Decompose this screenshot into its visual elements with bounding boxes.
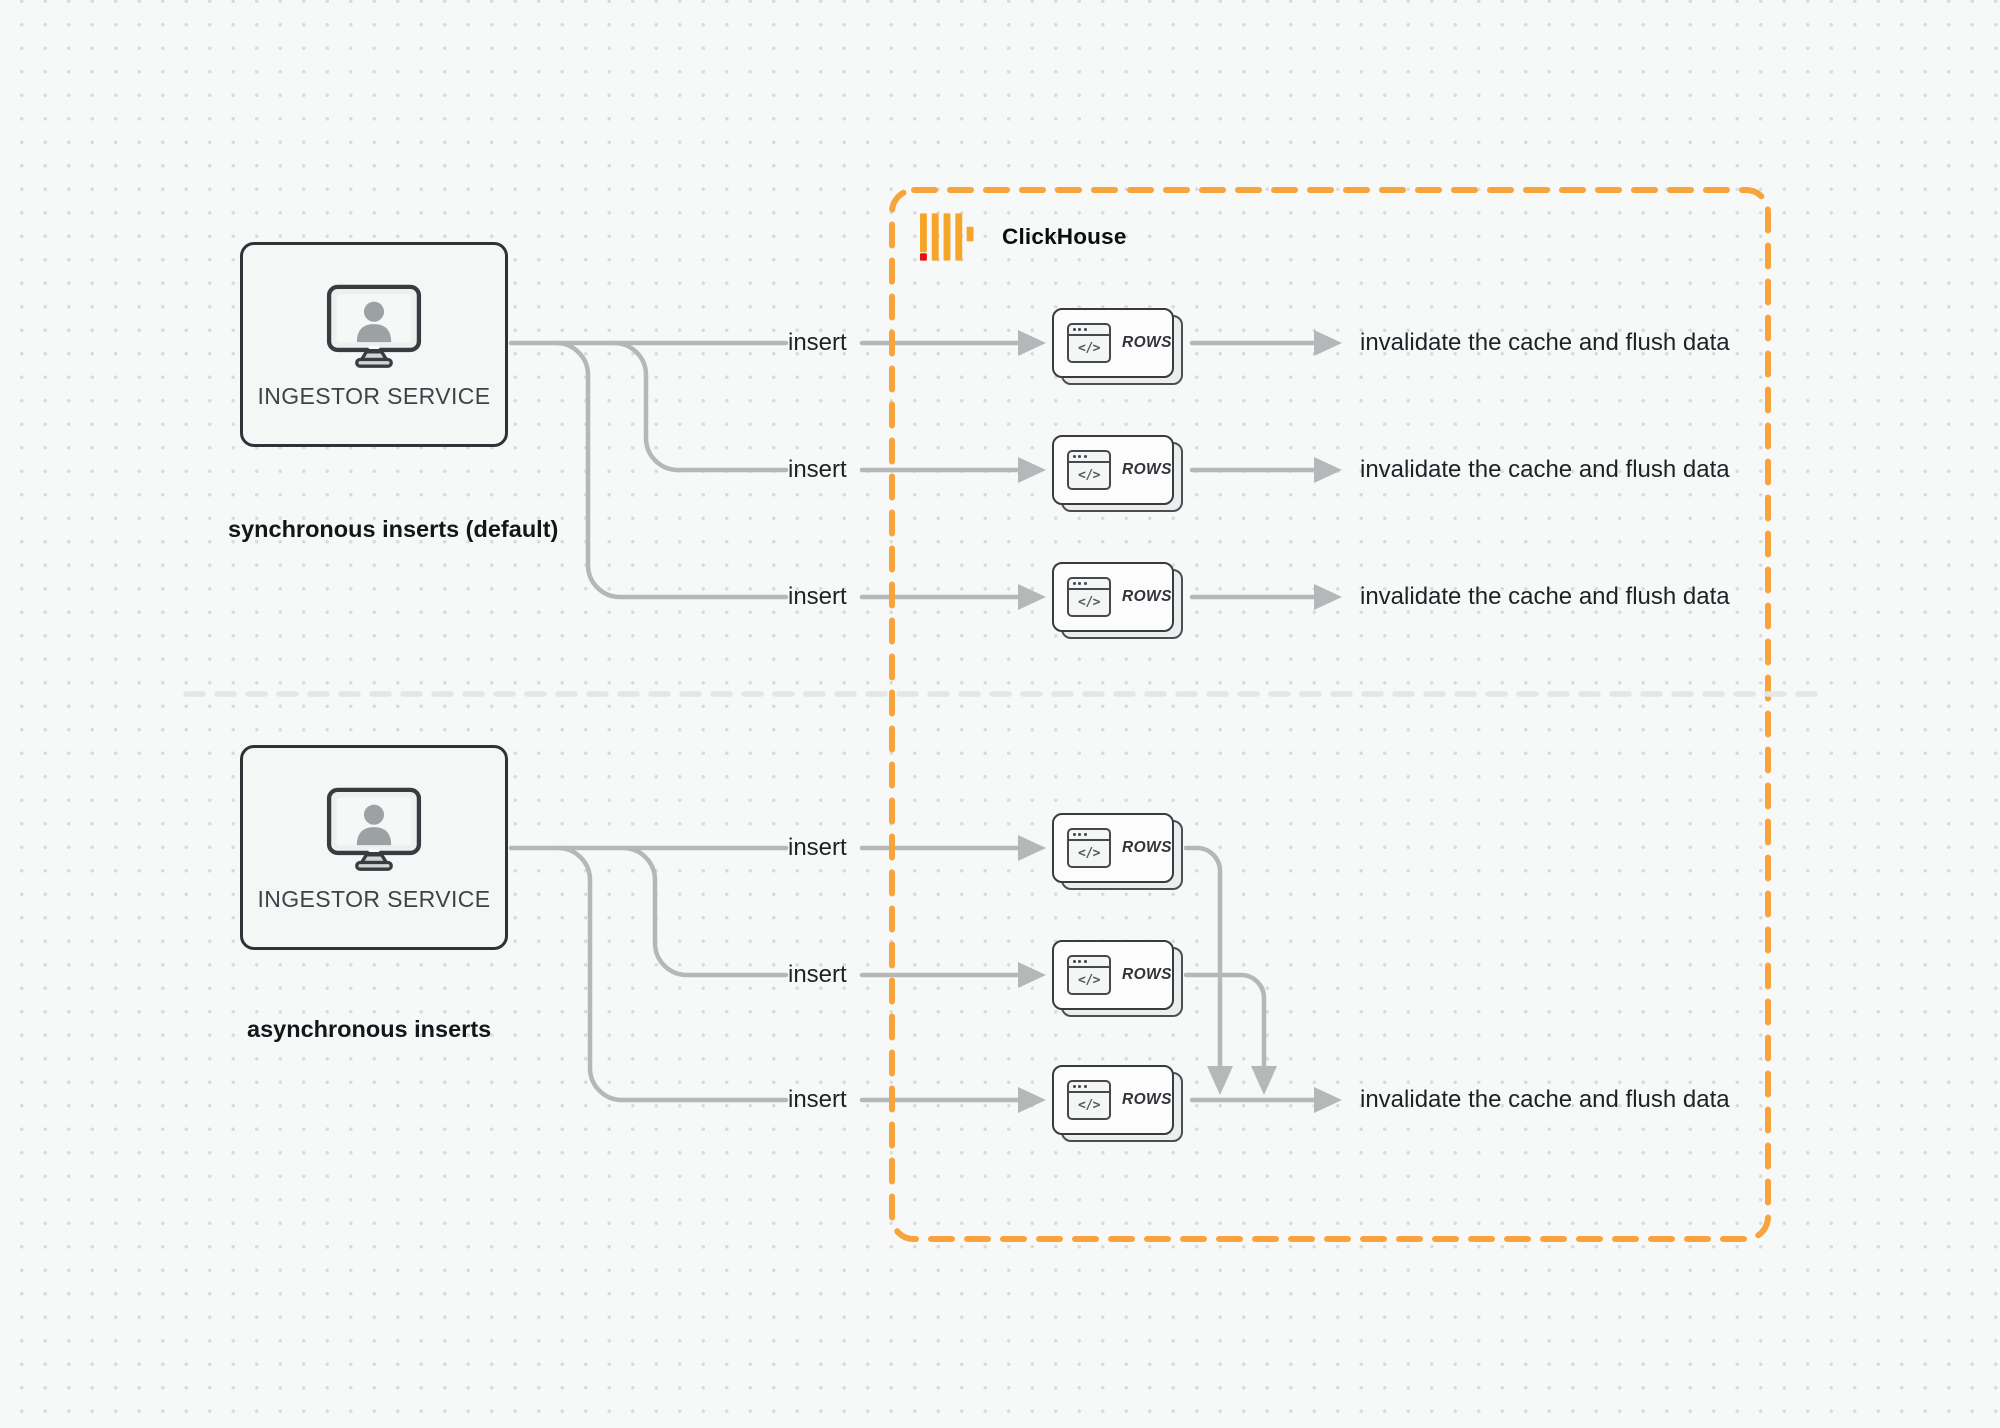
insert-label: insert — [788, 456, 847, 483]
rows-card-face: </> ROWS — [1052, 940, 1174, 1010]
monitor-user-icon — [326, 284, 422, 368]
code-window-icon: </> — [1067, 323, 1111, 363]
arrowhead-down — [1207, 1066, 1233, 1095]
sync-branch-row2 — [611, 340, 789, 473]
rows-card: </> ROWS — [1052, 813, 1183, 890]
insert-label: insert — [788, 961, 847, 988]
rows-label: ROWS — [1122, 588, 1172, 605]
code-glyph: </> — [1078, 468, 1100, 483]
clickhouse-boundary-box — [889, 187, 1771, 1242]
rows-label: ROWS — [1122, 839, 1172, 856]
ingestor-service-box-sync: INGESTOR SERVICE — [240, 242, 508, 447]
rows-card: </> ROWS — [1052, 308, 1183, 385]
ingestor-service-box-async: INGESTOR SERVICE — [240, 745, 508, 950]
rows-label: ROWS — [1122, 334, 1172, 351]
rows-card: </> ROWS — [1052, 562, 1183, 639]
code-glyph: </> — [1078, 973, 1100, 988]
insert-label: insert — [788, 329, 847, 356]
async-merge-line-1 — [1183, 845, 1223, 1069]
code-glyph: </> — [1078, 595, 1100, 610]
result-label: invalidate the cache and flush data — [1360, 583, 1730, 610]
sync-branch-row3 — [553, 340, 789, 600]
insert-label: insert — [788, 1086, 847, 1113]
window-bar-icon — [1069, 830, 1109, 841]
async-caption: asynchronous inserts — [247, 1016, 492, 1042]
code-glyph: </> — [1078, 341, 1100, 356]
rows-card: </> ROWS — [1052, 435, 1183, 512]
window-bar-icon — [1069, 957, 1109, 968]
arrowhead — [1314, 584, 1342, 610]
service-box-label: INGESTOR SERVICE — [257, 885, 491, 912]
code-window-icon: </> — [1067, 1080, 1111, 1120]
arrowhead — [1018, 835, 1046, 861]
rows-card-face: </> ROWS — [1052, 813, 1174, 883]
async-branch-row2 — [620, 845, 789, 978]
code-glyph: </> — [1078, 846, 1100, 861]
rows-label: ROWS — [1122, 966, 1172, 983]
arrowhead — [1018, 962, 1046, 988]
arrowhead — [1018, 584, 1046, 610]
window-bar-icon — [1069, 452, 1109, 463]
code-window-icon: </> — [1067, 955, 1111, 995]
rows-card-face: </> ROWS — [1052, 562, 1174, 632]
async-merge-line-2 — [1183, 972, 1267, 1069]
code-window-icon: </> — [1067, 828, 1111, 868]
arrowhead — [1314, 1087, 1342, 1113]
clickhouse-logo-icon — [920, 213, 974, 261]
sync-caption: synchronous inserts (default) — [228, 516, 559, 542]
code-glyph: </> — [1078, 1098, 1100, 1113]
window-bar-icon — [1069, 325, 1109, 336]
rows-card-face: </> ROWS — [1052, 435, 1174, 505]
arrowhead — [1018, 457, 1046, 483]
code-window-icon: </> — [1067, 450, 1111, 490]
service-box-label: INGESTOR SERVICE — [257, 382, 491, 409]
rows-label: ROWS — [1122, 461, 1172, 478]
async-branch-row3 — [555, 845, 789, 1103]
insert-label: insert — [788, 834, 847, 861]
arrowhead — [1018, 330, 1046, 356]
code-window-icon: </> — [1067, 577, 1111, 617]
rows-label: ROWS — [1122, 1091, 1172, 1108]
rows-card-face: </> ROWS — [1052, 308, 1174, 378]
window-bar-icon — [1069, 579, 1109, 590]
clickhouse-name: ClickHouse — [1002, 224, 1127, 249]
arrowhead — [1314, 330, 1342, 356]
insert-label: insert — [788, 583, 847, 610]
result-label: invalidate the cache and flush data — [1360, 329, 1730, 356]
arrowhead-down — [1251, 1066, 1277, 1095]
result-label: invalidate the cache and flush data — [1360, 1086, 1730, 1113]
rows-card: </> ROWS — [1052, 1065, 1183, 1142]
window-bar-icon — [1069, 1082, 1109, 1093]
arrowhead — [1314, 457, 1342, 483]
result-label: invalidate the cache and flush data — [1360, 456, 1730, 483]
rows-card: </> ROWS — [1052, 940, 1183, 1017]
rows-card-face: </> ROWS — [1052, 1065, 1174, 1135]
clickhouse-header: ClickHouse — [920, 212, 1127, 262]
arrowhead — [1018, 1087, 1046, 1113]
monitor-user-icon — [326, 787, 422, 871]
